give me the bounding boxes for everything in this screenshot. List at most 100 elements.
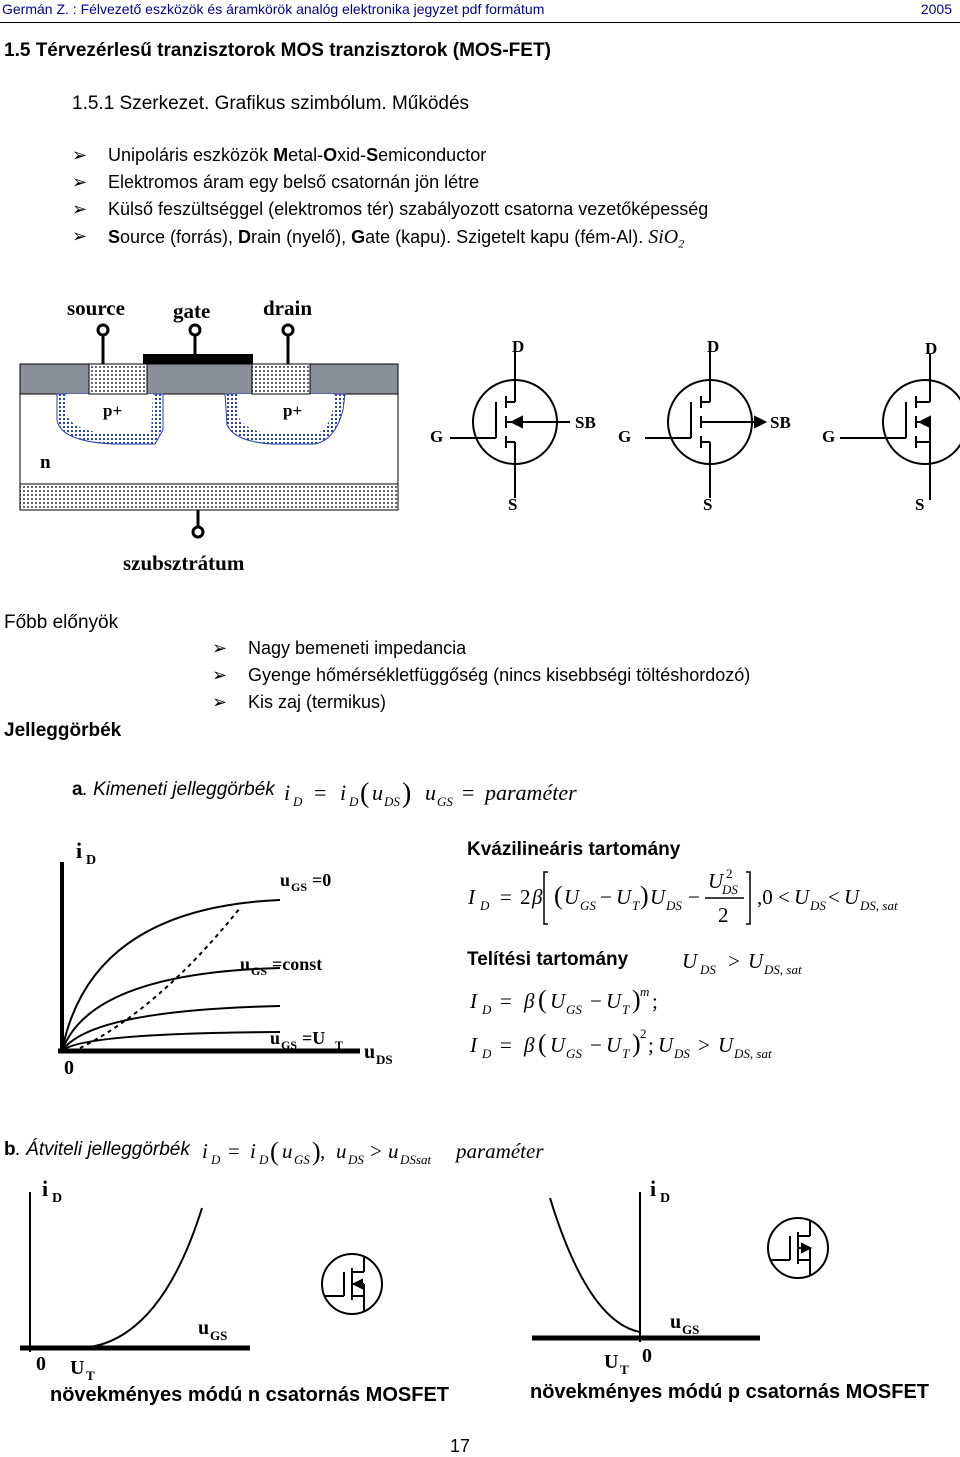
mosfet-structure-diagram: source gate drain p+ p+ n szubsztrátum [19,296,399,575]
svg-text:β: β [523,1033,535,1057]
arrow-bullet-icon: ➢ [212,638,228,658]
list-item: ➢Külső feszültséggel (elektromos tér) sz… [72,199,709,219]
svg-text:U: U [748,949,765,973]
svg-text:=: = [314,780,326,805]
svg-text:i: i [76,838,82,863]
svg-text:U: U [616,885,633,909]
svg-text:D: D [292,794,303,809]
svg-text:,: , [320,1139,325,1163]
svg-text:β: β [531,885,543,909]
svg-text:D: D [86,853,96,868]
svg-text:D: D [481,1046,492,1061]
mosfet-symbols: D G S SB D G S SB D G S [430,337,960,514]
svg-text:GS: GS [291,880,307,894]
svg-text:DS: DS [383,794,400,809]
svg-text:DS: DS [699,962,716,977]
gate-label: gate [173,299,210,323]
arrow-bullet-icon: ➢ [72,199,88,219]
gate-terminal-label: G [618,427,631,446]
p-plus-label: p+ [103,401,122,420]
svg-text:U: U [682,949,699,973]
svg-text:(: ( [538,1029,547,1058]
p-plus-label: p+ [283,401,302,420]
svg-text:): ) [640,881,649,910]
svg-text:U: U [70,1357,84,1379]
svg-text:U: U [604,1351,618,1373]
svg-text:i: i [42,1176,48,1201]
svg-text:GS: GS [566,1002,582,1017]
origin-label: 0 [64,1057,74,1079]
svg-text:U: U [658,1033,675,1057]
svg-text:=: = [500,989,512,1013]
svg-text:u: u [670,1311,681,1333]
svg-text:i: i [650,1176,656,1201]
svg-text:u: u [425,780,436,805]
list-item: ➢Kis zaj (termikus) [212,692,387,712]
svg-text:U: U [794,885,811,909]
svg-text:U: U [606,989,623,1013]
gate-terminal-label: G [822,427,835,446]
svg-text:DS, sat: DS, sat [763,962,802,977]
svg-text:−: − [590,1033,602,1057]
output-characteristics-heading: a. Kimeneti jelleggörbék [72,779,275,800]
list-item: ➢Source (forrás), Drain (nyelő), Gate (k… [72,226,685,251]
svg-text:DS: DS [347,1152,364,1167]
source-terminal-label: S [508,495,517,514]
svg-text:D: D [258,1152,269,1167]
svg-text:u: u [336,1139,347,1163]
subsection-title: 1.5.1 Szerkezet. Grafikus szimbólum. Műk… [72,93,470,114]
svg-text:): ) [632,1029,641,1058]
list-item: ➢Unipoláris eszközök Metal-Oxid-Semicond… [72,145,487,165]
transfer-characteristics-heading: b. Átviteli jelleggörbék [4,1139,190,1160]
svg-text:D: D [52,1191,62,1206]
page-number: 17 [450,1436,471,1456]
svg-text:m: m [640,984,649,999]
svg-text:<: < [778,885,790,909]
page-header: Germán Z. : Félvezető eszközök és áramkö… [0,0,960,23]
intro-bullet-list: ➢Unipoláris eszközök Metal-Oxid-Semicond… [72,145,708,253]
svg-text:U: U [650,885,667,909]
parameter-word: paraméter [483,780,577,805]
header-title: Germán Z. : Félvezető eszközök és áramkö… [2,1,545,17]
source-terminal-label: S [915,495,924,514]
svg-text:=: = [500,885,512,909]
svg-text:u: u [270,1028,280,1048]
svg-text:GS: GS [437,794,453,809]
header-year: 2005 [920,1,952,17]
gate-terminal-label: G [430,427,443,446]
svg-text:GS: GS [682,1322,699,1337]
svg-text:GS: GS [580,898,596,913]
svg-text:U: U [564,885,581,909]
svg-text:U: U [550,1033,567,1057]
svg-text:D: D [348,794,359,809]
advantages-title: Főbb előnyök [4,612,119,633]
svg-text:(: ( [360,778,369,809]
svg-text:I: I [469,989,478,1013]
svg-text:GS: GS [566,1046,582,1061]
svg-text:DS: DS [665,898,682,913]
svg-text:DS, sat: DS, sat [859,898,898,913]
svg-text:<: < [828,885,840,909]
parameter-word: paraméter [454,1139,544,1163]
svg-text:U: U [718,1033,735,1057]
svg-text:(: ( [270,1137,279,1166]
svg-text:U: U [606,1033,623,1057]
svg-text:T: T [622,1002,630,1017]
section-title: 1.5 Térvezérlesű tranzisztorok MOS tranz… [4,40,551,61]
svg-text:;: ; [648,1033,654,1057]
svg-text:u: u [364,1041,375,1063]
svg-text:D: D [210,1152,221,1167]
svg-text:>: > [728,949,740,973]
svg-text:T: T [335,1038,343,1052]
source-terminal-label: S [703,495,712,514]
n-region-label: n [40,452,51,473]
svg-text:i: i [340,780,346,805]
svg-text:): ) [312,1137,321,1166]
svg-text:D: D [481,1002,492,1017]
svg-text:): ) [632,985,641,1014]
svg-text:DS, sat: DS, sat [733,1046,772,1061]
svg-text:DS: DS [721,882,738,897]
